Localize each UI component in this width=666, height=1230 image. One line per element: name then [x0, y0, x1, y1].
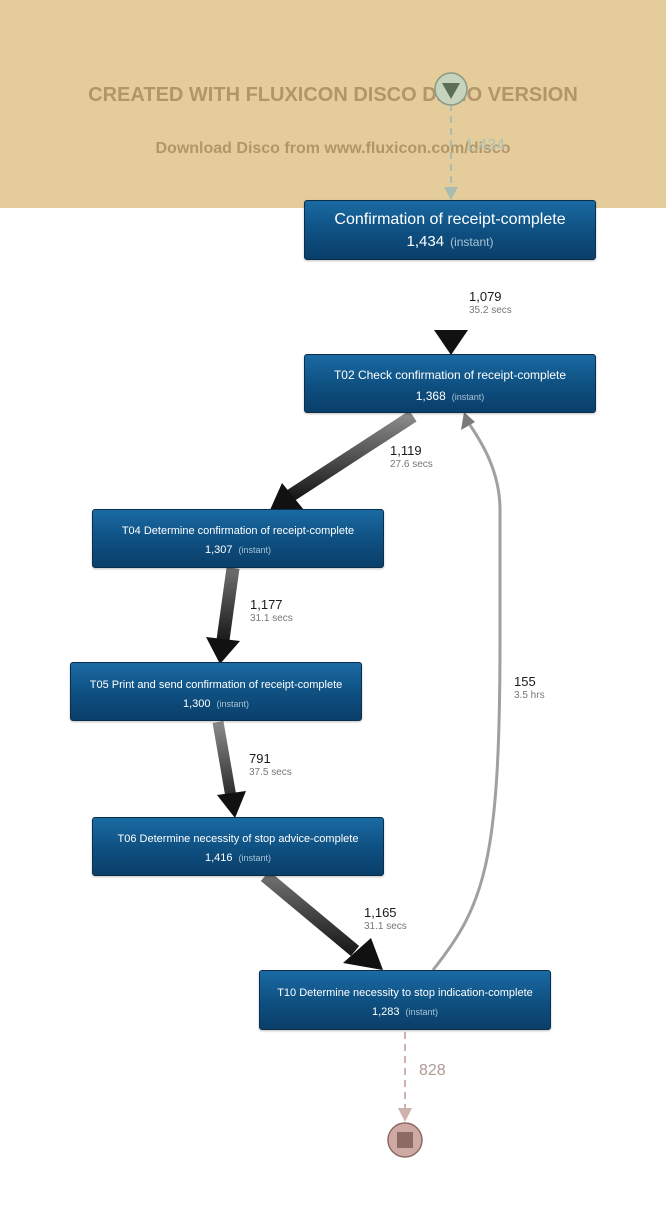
activity-count: 1,307 — [204, 544, 233, 556]
edge-arrowhead-3 — [217, 791, 246, 818]
edge-duration: 31.1 secs — [364, 921, 407, 932]
start-edge-arrowhead — [444, 187, 458, 200]
activity-duration: (instant) — [216, 699, 250, 709]
edge-count: 791 — [249, 751, 271, 766]
edge-duration: 37.5 secs — [249, 767, 292, 778]
edge-count: 1,079 — [469, 289, 502, 304]
activity-stats: 1,368 (instant) — [305, 387, 595, 405]
activity-name: T05 Print and send confirmation of recei… — [89, 679, 343, 691]
edge-label: 791 37.5 secs — [249, 752, 292, 780]
triangle-down-icon — [442, 83, 460, 99]
edge-line-2 — [216, 567, 240, 641]
edge-label: 155 3.5 hrs — [514, 675, 545, 703]
edge-duration: 35.2 secs — [469, 305, 512, 316]
loop-edge-arrowhead — [461, 412, 475, 430]
edge-duration: 31.1 secs — [250, 613, 293, 624]
edge-line-4 — [260, 871, 360, 956]
edge-arrowhead-1 — [270, 483, 304, 510]
activity-node[interactable]: T10 Determine necessity to stop indicati… — [259, 970, 551, 1030]
end-edge-arrowhead — [398, 1108, 412, 1122]
activity-node[interactable]: Confirmation of receipt-complete 1,434 (i… — [304, 200, 596, 260]
edge-line-3 — [212, 721, 237, 798]
activity-name: Confirmation of receipt-complete — [334, 211, 566, 228]
activity-duration: (instant) — [450, 235, 494, 249]
activity-name: T06 Determine necessity of stop advice-c… — [117, 833, 359, 845]
loop-edge-line — [431, 424, 502, 971]
activity-node[interactable]: T06 Determine necessity of stop advice-c… — [92, 817, 384, 876]
activity-name: T04 Determine confirmation of receipt-co… — [121, 525, 355, 537]
edge-arrowhead-2 — [206, 637, 240, 664]
edge-arrowhead-4 — [343, 938, 383, 970]
activity-node[interactable]: T02 Check confirmation of receipt-comple… — [304, 354, 596, 413]
activity-name: T10 Determine necessity to stop indicati… — [277, 987, 533, 999]
activity-count: 1,434 — [406, 233, 445, 250]
edge-line-1 — [286, 410, 417, 502]
edge-arrowhead-0 — [434, 330, 468, 355]
activity-count: 1,368 — [415, 389, 446, 403]
activity-name: T02 Check confirmation of receipt-comple… — [333, 368, 567, 382]
activity-stats: 1,300 (instant) — [71, 694, 361, 712]
activity-stats: 1,416 (instant) — [93, 848, 383, 866]
activity-count: 1,416 — [204, 852, 233, 864]
watermark-subtitle: Download Disco from www.fluxicon.com/dis… — [155, 140, 511, 157]
activity-duration: (instant) — [451, 392, 485, 402]
activity-count: 1,283 — [371, 1006, 400, 1018]
edge-label: 1,119 27.6 secs — [390, 444, 433, 472]
activity-duration: (instant) — [405, 1007, 439, 1017]
edge-label: 1,079 35.2 secs — [469, 290, 512, 318]
edge-count: 1,165 — [364, 905, 397, 920]
activity-duration: (instant) — [238, 545, 272, 555]
end-count: 828 — [419, 1062, 446, 1079]
edge-count: 155 — [514, 674, 536, 689]
start-count: 1,434 — [465, 137, 506, 154]
activity-node[interactable]: T04 Determine confirmation of receipt-co… — [92, 509, 384, 568]
activity-stats: 1,307 (instant) — [93, 540, 383, 558]
edge-count: 1,177 — [250, 597, 283, 612]
activity-node[interactable]: T05 Print and send confirmation of recei… — [70, 662, 362, 721]
edge-label: 1,165 31.1 secs — [364, 906, 407, 934]
edge-duration: 3.5 hrs — [514, 690, 545, 701]
watermark-banner — [0, 0, 666, 208]
square-stop-icon — [397, 1132, 413, 1148]
watermark-banner-bg — [0, 0, 666, 208]
activity-duration: (instant) — [238, 853, 272, 863]
edge-count: 1,119 — [390, 443, 422, 458]
edge-duration: 27.6 secs — [390, 459, 433, 470]
activity-stats: 1,434 (instant) — [305, 233, 595, 251]
activity-stats: 1,283 (instant) — [260, 1002, 550, 1020]
edge-label: 1,177 31.1 secs — [250, 598, 293, 626]
activity-count: 1,300 — [182, 698, 211, 710]
